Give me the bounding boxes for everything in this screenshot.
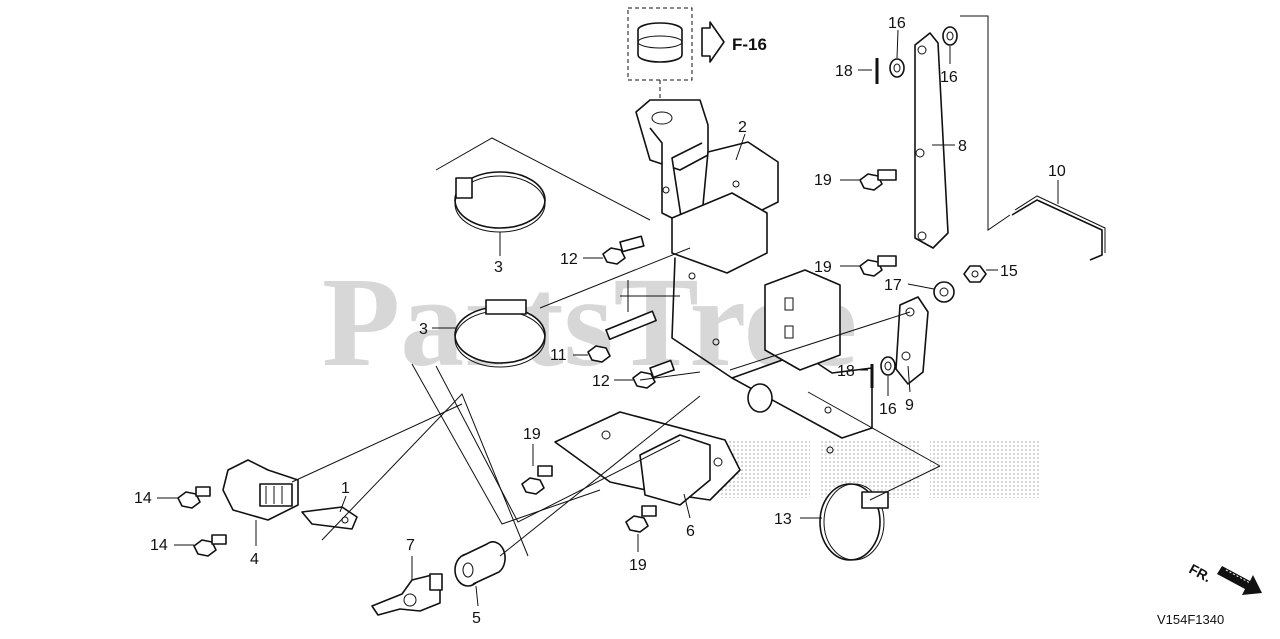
reference-label[interactable]: F-16 [732, 35, 767, 54]
callout-17[interactable]: 17 [884, 277, 902, 294]
callout-15[interactable]: 15 [1000, 263, 1018, 280]
callout-4[interactable]: 4 [250, 551, 259, 568]
honda-watermark-dots [720, 440, 1040, 498]
front-direction-indicator: FR. [1187, 561, 1262, 595]
washer-16-c[interactable] [880, 356, 896, 376]
bolt-12-lower[interactable] [632, 359, 675, 389]
callout-19-cover-lower[interactable]: 19 [629, 557, 647, 574]
reference-f16-box[interactable]: F-16 [627, 7, 767, 81]
callout-10[interactable]: 10 [1048, 163, 1066, 180]
fr-label: FR. [1187, 561, 1214, 586]
bolt-12-upper[interactable] [602, 235, 645, 265]
assembly-lines [291, 137, 941, 557]
callout-3-lower[interactable]: 3 [419, 321, 428, 338]
bolt-19-cover-lower[interactable] [625, 505, 657, 533]
part-3-band-lower[interactable] [454, 299, 546, 368]
callout-3-upper[interactable]: 3 [494, 259, 503, 276]
bolt-19-middle[interactable] [859, 255, 897, 277]
callout-8[interactable]: 8 [958, 138, 967, 155]
callout-14-upper[interactable]: 14 [134, 490, 152, 507]
callout-7[interactable]: 7 [406, 537, 415, 554]
part-7-plug[interactable] [371, 573, 443, 616]
callout-2[interactable]: 2 [738, 119, 747, 136]
part-5-grommet[interactable] [454, 541, 506, 587]
callout-12-upper[interactable]: 12 [560, 251, 578, 268]
part-9-plate[interactable] [895, 296, 929, 385]
washer-17[interactable] [933, 281, 955, 303]
callout-13[interactable]: 13 [774, 511, 792, 528]
arrow-right-icon [701, 21, 725, 63]
callout-18-lower[interactable]: 18 [837, 363, 855, 380]
part-8-stay[interactable] [914, 32, 949, 249]
callout-11[interactable]: 11 [550, 347, 567, 364]
part-2-main-bracket[interactable] [635, 99, 873, 454]
callout-18-upper[interactable]: 18 [835, 63, 853, 80]
washer-16-a[interactable] [889, 58, 905, 78]
callout-16-top-left[interactable]: 16 [888, 15, 906, 32]
callout-16-lower[interactable]: 16 [879, 401, 897, 418]
callout-14-lower[interactable]: 14 [150, 537, 168, 554]
callout-6[interactable]: 6 [686, 523, 695, 540]
part-13-band[interactable] [819, 483, 889, 561]
washer-16-b[interactable] [942, 26, 958, 46]
callout-9[interactable]: 9 [905, 397, 914, 414]
callout-19-upper[interactable]: 19 [814, 172, 832, 189]
callout-5[interactable]: 5 [472, 610, 481, 627]
part-10-rod[interactable] [1011, 195, 1106, 261]
part-4-sensor[interactable] [222, 459, 299, 521]
bolt-19-upper[interactable] [859, 169, 897, 191]
bolt-11[interactable] [587, 310, 657, 363]
callout-19-cover-upper[interactable]: 19 [523, 426, 541, 443]
callout-12-lower[interactable]: 12 [592, 373, 610, 390]
bolt-14-upper[interactable] [177, 486, 211, 509]
bolt-14-lower[interactable] [193, 534, 227, 557]
nut-15[interactable] [963, 265, 987, 283]
callout-16-top-right[interactable]: 16 [940, 69, 958, 86]
part-1-clip[interactable] [301, 506, 358, 530]
arrow-down-right-icon [1217, 566, 1262, 595]
callout-1[interactable]: 1 [341, 480, 350, 497]
part-3-band-upper[interactable] [454, 171, 546, 233]
part-6-cover[interactable] [554, 411, 741, 506]
diagram-code: V154F1340 [1157, 612, 1224, 627]
callout-19-middle[interactable]: 19 [814, 259, 832, 276]
bolt-19-cover-upper[interactable] [521, 465, 553, 495]
